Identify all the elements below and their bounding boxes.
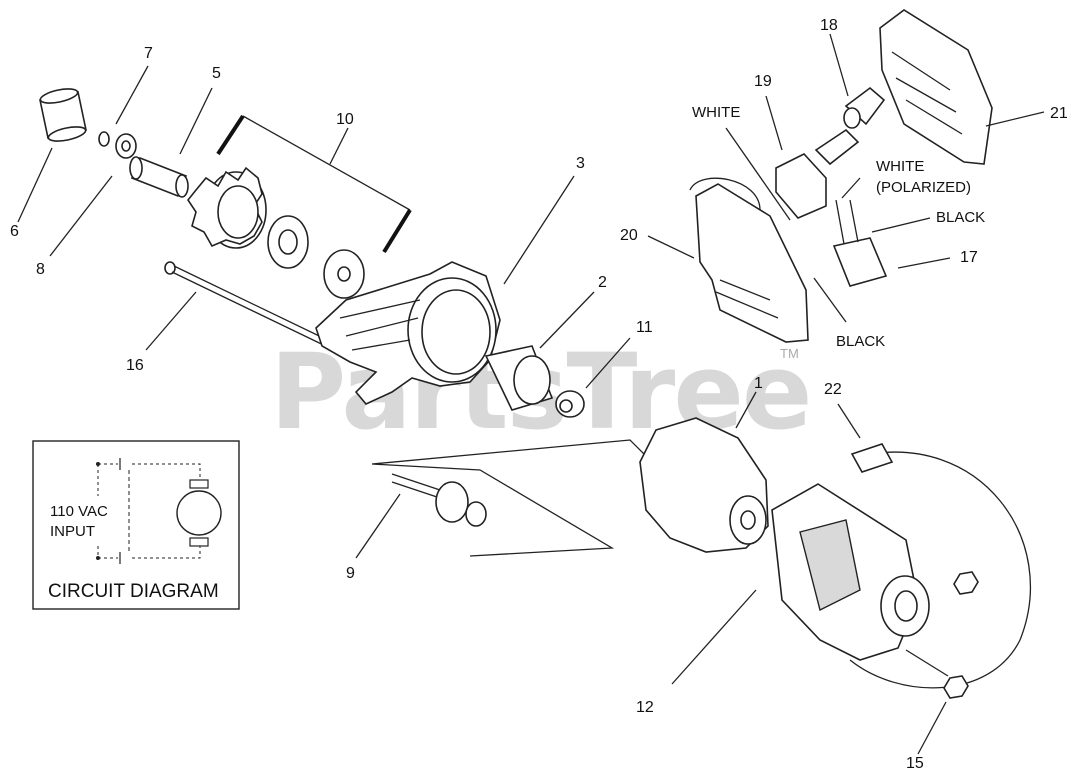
callout-19: 19 — [754, 73, 772, 90]
part-2-band — [484, 345, 554, 411]
callout-2: 2 — [598, 274, 607, 291]
part-7-ring — [98, 131, 110, 147]
callout-8: 8 — [36, 261, 45, 278]
wire-label-white: WHITE — [692, 104, 740, 121]
part-22-connector — [850, 443, 894, 473]
callout-11: 11 — [636, 319, 653, 336]
callout-18: 18 — [820, 17, 838, 34]
part-17-switch — [832, 199, 888, 287]
part-1-gearbox — [639, 417, 769, 553]
callout-5: 5 — [212, 65, 221, 82]
callout-12: 12 — [636, 699, 654, 716]
watermark-trademark: TM — [780, 346, 799, 361]
circuit-diagram: 110 VAC INPUT CIRCUIT DIAGRAM — [32, 440, 240, 610]
callout-7: 7 — [144, 45, 153, 62]
wire-label-white-polarized-line1: WHITE — [876, 158, 924, 175]
circuit-diagram-title: CIRCUIT DIAGRAM — [48, 581, 219, 602]
callout-20: 20 — [620, 227, 638, 244]
callout-10: 10 — [336, 111, 354, 128]
part-16-bolt — [164, 261, 341, 353]
part-20-switch-box — [689, 177, 809, 343]
motor-symbol — [176, 490, 222, 536]
part-10-clutch-assembly — [187, 166, 365, 299]
callout-9: 9 — [346, 565, 355, 582]
part-19-plug — [775, 128, 860, 219]
part-11-bushing — [555, 390, 585, 418]
part-15-nuts — [943, 571, 979, 699]
part-5-tube — [129, 156, 189, 198]
part-12-motor — [771, 451, 1031, 689]
callout-22: 22 — [824, 381, 842, 398]
callout-16: 16 — [126, 357, 144, 374]
callout-21: 21 — [1050, 105, 1068, 122]
wire-label-black-top: BLACK — [936, 209, 985, 226]
callout-6: 6 — [10, 223, 19, 240]
callout-3: 3 — [576, 155, 585, 172]
part-18-bulb — [843, 86, 886, 129]
callout-15: 15 — [906, 755, 924, 772]
wire-label-black-bottom: BLACK — [836, 333, 885, 350]
part-9-shaft — [371, 439, 649, 557]
wire-label-white-polarized-line2: (POLARIZED) — [876, 179, 971, 196]
part-8-bearing — [115, 133, 137, 159]
callout-1: 1 — [754, 375, 763, 392]
part-3-housing — [315, 261, 501, 405]
circuit-input-line2: INPUT — [50, 523, 95, 540]
callout-17: 17 — [960, 249, 978, 266]
part-21-cover — [879, 9, 993, 165]
part-6-sleeve — [39, 88, 87, 142]
circuit-input-line1: 110 VAC — [50, 503, 108, 520]
